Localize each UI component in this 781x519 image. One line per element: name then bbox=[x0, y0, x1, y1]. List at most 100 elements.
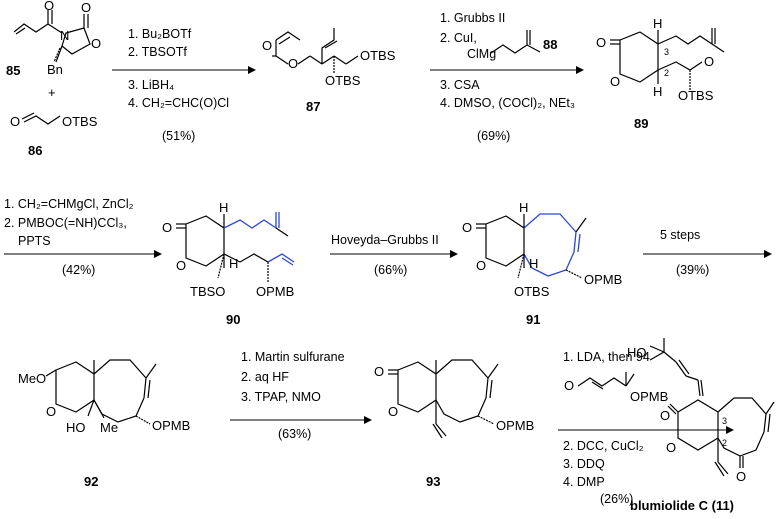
atom-h: H bbox=[229, 256, 238, 271]
label-bn: Bn bbox=[47, 62, 63, 77]
compound-87-label: 87 bbox=[306, 99, 320, 114]
locant-2: 2 bbox=[664, 68, 669, 78]
atom-o: O bbox=[564, 378, 574, 393]
condition-text: ClMg bbox=[467, 47, 496, 61]
compound-85-label: 85 bbox=[6, 63, 20, 78]
label-opmb: OPMB bbox=[584, 272, 622, 287]
label-otbs: OTBS bbox=[325, 73, 361, 88]
atom-o: O bbox=[596, 35, 606, 50]
label-tbso: TBSO bbox=[190, 284, 225, 299]
compound-86-structure bbox=[21, 112, 61, 125]
compound-91-structure bbox=[476, 213, 587, 279]
label-opmb: OPMB bbox=[256, 284, 294, 299]
atom-o: O bbox=[46, 404, 56, 419]
condition-text: 4. DMP bbox=[563, 475, 605, 489]
compound-93-structure bbox=[388, 359, 499, 439]
locant-3: 3 bbox=[664, 47, 669, 57]
atom-h: H bbox=[219, 200, 228, 215]
atom-o: O bbox=[81, 0, 91, 15]
atom-o: O bbox=[704, 54, 714, 69]
atom-h: H bbox=[519, 200, 528, 215]
atom-o: O bbox=[44, 0, 54, 13]
compound-92-label: 92 bbox=[84, 474, 98, 489]
compound-90-structure bbox=[176, 212, 295, 282]
condition-text: 3. TPAP, NMO bbox=[241, 390, 321, 404]
compound-89-label: 89 bbox=[634, 116, 648, 131]
atom-o: O bbox=[10, 114, 20, 129]
yield-text: (63%) bbox=[278, 427, 311, 441]
locant-3: 3 bbox=[722, 416, 727, 426]
step1-conditions: 1. Bu₂BOTf 2. TBSOTf 3. LiBH₄ 4. CH₂=CHC… bbox=[128, 27, 229, 143]
atom-o: O bbox=[162, 220, 172, 235]
atom-o: O bbox=[666, 440, 676, 455]
condition-text: 1. CH₂=CHMgCl, ZnCl₂ bbox=[4, 197, 134, 211]
atom-h: H bbox=[653, 16, 662, 31]
label-ho: HO bbox=[627, 345, 647, 360]
condition-text: 3. LiBH₄ bbox=[128, 78, 174, 92]
atom-o: O bbox=[660, 408, 670, 423]
compound-11-structure bbox=[649, 338, 775, 477]
condition-text: 3. CSA bbox=[440, 78, 480, 92]
condition-text: 5 steps bbox=[660, 228, 700, 242]
label-otbs: OTBS bbox=[678, 88, 714, 103]
yield-text: (39%) bbox=[676, 263, 709, 277]
label-opmb: OPMB bbox=[496, 418, 534, 433]
compound-85-structure bbox=[13, 10, 91, 63]
compound-86-label: 86 bbox=[28, 143, 42, 158]
condition-text: Hoveyda–Grubbs II bbox=[331, 233, 439, 247]
compound-92-structure bbox=[45, 359, 157, 425]
atom-o: O bbox=[610, 74, 620, 89]
compound-89-structure bbox=[610, 28, 725, 90]
condition-text: 4. CH₂=CHC(O)Cl bbox=[128, 96, 229, 110]
compound-11-label: blumiolide C (11) bbox=[630, 498, 734, 513]
atom-o: O bbox=[374, 364, 384, 379]
condition-text: 2. TBSOTf bbox=[128, 45, 187, 59]
condition-text: 2. PMBOC(=NH)CCl₃, bbox=[4, 216, 127, 230]
step2-conditions: 1. Grubbs II 2. CuI, ClMg 88 3. CSA 4. D… bbox=[440, 11, 575, 143]
atom-o: O bbox=[736, 469, 746, 484]
label-opmb: OPMB bbox=[152, 418, 190, 433]
condition-text: 2. DCC, CuCl₂ bbox=[563, 439, 644, 453]
yield-text: (66%) bbox=[374, 263, 407, 277]
atom-o: O bbox=[476, 258, 486, 273]
label-opmb: OPMB bbox=[630, 389, 668, 404]
locant-2: 2 bbox=[722, 438, 727, 448]
condition-text: 1. Bu₂BOTf bbox=[128, 27, 192, 41]
label-otbs: OTBS bbox=[360, 48, 396, 63]
atom-o: O bbox=[176, 258, 186, 273]
atom-n: N bbox=[60, 28, 69, 43]
condition-text: PPTS bbox=[18, 234, 51, 248]
yield-text: (69%) bbox=[477, 129, 510, 143]
condition-text: 1. LDA, then 94 bbox=[563, 350, 650, 364]
condition-text: 2. CuI, bbox=[440, 31, 477, 45]
plus-sign: + bbox=[48, 85, 56, 100]
condition-text: 4. DMSO, (COCl)₂, NEt₃ bbox=[440, 96, 575, 110]
step7-conditions: 1. LDA, then 94 O OPMB 2. DCC, CuCl₂ 3. … bbox=[563, 350, 668, 506]
label-otbs: OTBS bbox=[62, 114, 98, 129]
compound-91-label: 91 bbox=[526, 312, 540, 327]
condition-text: 3. DDQ bbox=[563, 457, 605, 471]
yield-text: (51%) bbox=[162, 129, 195, 143]
condition-text: 1. Martin sulfurane bbox=[241, 350, 345, 364]
compound-93-label: 93 bbox=[426, 474, 440, 489]
compound-90-label: 90 bbox=[226, 312, 240, 327]
compound-88-label: 88 bbox=[543, 37, 557, 52]
atom-o: O bbox=[262, 38, 272, 53]
yield-text: (26%) bbox=[600, 492, 633, 506]
atom-o: O bbox=[462, 220, 472, 235]
atom-h: H bbox=[529, 256, 538, 271]
compound-87-structure bbox=[272, 28, 359, 74]
step6-conditions: 1. Martin sulfurane 2. aq HF 3. TPAP, NM… bbox=[241, 350, 345, 441]
atom-o: O bbox=[288, 56, 298, 71]
step4-conditions: Hoveyda–Grubbs II (66%) bbox=[331, 233, 439, 277]
atom-h: H bbox=[653, 84, 662, 99]
condition-text: 1. Grubbs II bbox=[440, 11, 505, 25]
atom-o: O bbox=[91, 36, 101, 51]
atom-o: O bbox=[388, 404, 398, 419]
step5-conditions: 5 steps (39%) bbox=[660, 228, 709, 277]
label-otbs: OTBS bbox=[514, 284, 550, 299]
condition-text: 2. aq HF bbox=[241, 370, 289, 384]
yield-text: (42%) bbox=[62, 263, 95, 277]
step3-conditions: 1. CH₂=CHMgCl, ZnCl₂ 2. PMBOC(=NH)CCl₃, … bbox=[4, 197, 134, 277]
